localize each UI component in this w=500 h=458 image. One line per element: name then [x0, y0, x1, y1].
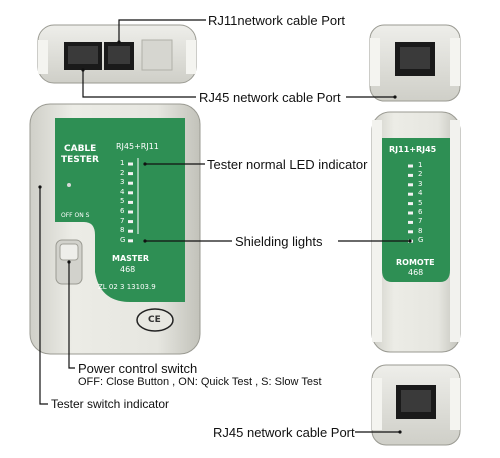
remote-led-4-icon	[408, 202, 413, 206]
remote-led-number: 1	[418, 161, 423, 169]
remote-led-number: 7	[418, 217, 423, 226]
ce-mark-text: CE	[148, 315, 161, 325]
master-port-label: RJ45+RJ11	[116, 142, 159, 151]
remote-led-number: 3	[418, 179, 423, 188]
master-led-number: 2	[120, 168, 125, 177]
master-top-view	[37, 24, 197, 84]
master-title-line2: TESTER	[61, 155, 99, 165]
callout-rj11-port: RJ11network cable Port	[208, 13, 346, 28]
master-led-number: 8	[120, 226, 125, 235]
master-led-1-icon	[128, 172, 133, 176]
master-serial: ZL 02 3 13103.9	[98, 283, 156, 291]
remote-port-label: RJ11+RJ45	[389, 145, 437, 154]
remote-led-3-icon	[408, 192, 413, 196]
master-led-number: G	[120, 235, 126, 244]
callout-tester-switch-indicator: Tester switch indicator	[51, 397, 170, 411]
remote-bottom-view	[371, 364, 461, 446]
remote-led-2-icon	[408, 183, 413, 187]
master-switch-label: OFF ON S	[61, 212, 90, 219]
remote-unit	[371, 111, 461, 353]
master-led-number: 5	[120, 197, 125, 206]
callout-lines	[39, 19, 410, 433]
remote-led-number: 5	[418, 198, 423, 207]
remote-led-1-icon	[408, 173, 413, 177]
callout-rj45-port-top: RJ45 network cable Port	[199, 90, 341, 105]
ce-mark-icon	[136, 308, 174, 332]
callout-shielding-lights: Shielding lights	[235, 234, 323, 249]
remote-model-line1: ROMOTE	[396, 258, 435, 267]
master-led-number: 4	[120, 187, 125, 196]
remote-led-number: G	[418, 236, 424, 245]
remote-model-line2: 468	[408, 268, 424, 277]
callout-rj45-port-bottom: RJ45 network cable Port	[213, 425, 355, 440]
master-led-number: 6	[120, 207, 125, 215]
master-unit	[29, 103, 201, 355]
remote-led-number: 8	[418, 226, 423, 235]
callout-power-switch-desc: OFF: Close Button , ON: Quick Test , S: …	[78, 376, 322, 388]
callout-power-switch-title: Power control switch	[78, 361, 198, 376]
remote-led-6-icon	[408, 220, 413, 224]
remote-led-number: 4	[418, 189, 423, 198]
master-led-8-icon	[128, 239, 133, 243]
master-led-3-icon	[128, 191, 133, 195]
master-model-line2: 468	[120, 265, 136, 274]
master-led-6-icon	[128, 220, 133, 224]
callout-led-indicator: Tester normal LED indicator	[207, 157, 368, 172]
switch-indicator-led-icon	[67, 183, 71, 187]
master-led-2-icon	[128, 181, 133, 185]
master-led-5-icon	[128, 210, 133, 214]
master-led-0-icon	[128, 162, 133, 166]
remote-top-view	[369, 24, 461, 102]
master-model-line1: MASTER	[112, 254, 149, 263]
master-led-number: 1	[120, 159, 125, 167]
power-switch-icon	[59, 243, 79, 261]
remote-led-7-icon	[408, 230, 413, 234]
remote-led-number: 6	[418, 208, 423, 216]
master-led-number: 3	[120, 178, 125, 187]
remote-led-5-icon	[408, 211, 413, 215]
remote-led-0-icon	[408, 164, 413, 168]
remote-led-number: 2	[418, 170, 423, 179]
master-title-line1: CABLE	[64, 144, 97, 154]
master-led-number: 7	[120, 216, 125, 225]
master-led-4-icon	[128, 200, 133, 204]
master-led-7-icon	[128, 229, 133, 233]
